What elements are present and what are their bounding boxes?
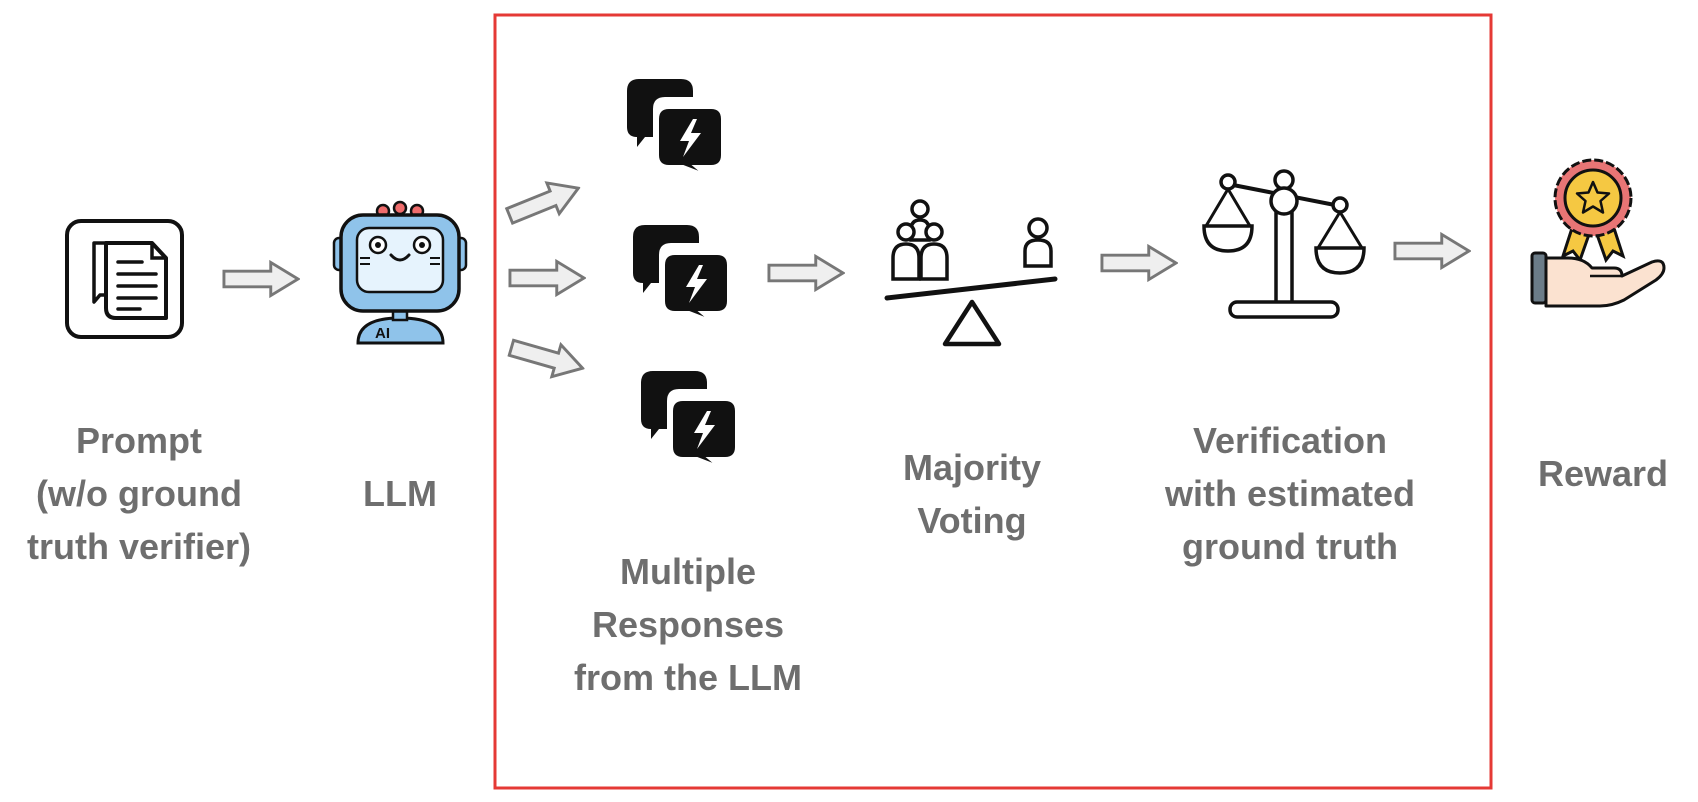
label-prompt-line: (w/o ground <box>36 473 242 514</box>
label-verification-line: ground truth <box>1182 526 1398 567</box>
arrow-llm-to-response-3 <box>505 330 589 386</box>
arrow-llm-to-response-1 <box>501 171 587 233</box>
chat-bolt-icon <box>633 225 729 323</box>
label-prompt-line: truth verifier) <box>26 526 252 567</box>
document-icon <box>65 219 184 339</box>
arrow-verification-to-reward <box>1393 232 1471 270</box>
label-responses: Multiple Responses from the LLM <box>553 545 823 704</box>
highlight-frame <box>493 13 1493 790</box>
label-voting-line: Voting <box>917 500 1027 541</box>
chat-bolt-icon <box>627 79 723 177</box>
label-responses-line: Responses <box>591 604 785 645</box>
label-responses-line: Multiple <box>620 551 756 592</box>
chat-bolt-icon <box>641 371 737 469</box>
robot-icon: AI <box>332 200 468 345</box>
balance-scale-icon <box>1202 169 1366 319</box>
arrow-responses-to-voting <box>767 254 845 292</box>
label-prompt-line: Prompt <box>76 420 202 461</box>
label-reward-line: Reward <box>1537 453 1669 494</box>
arrow-prompt-to-llm <box>222 260 300 298</box>
award-medal-icon <box>1553 158 1633 264</box>
label-voting: Majority Voting <box>862 441 1082 547</box>
label-responses-line: from the LLM <box>574 657 802 698</box>
seesaw-icon <box>884 199 1058 347</box>
arrow-voting-to-verification <box>1100 244 1178 282</box>
label-prompt: Prompt (w/o ground truth verifier) <box>4 414 274 573</box>
label-verification-line: Verification <box>1192 420 1388 461</box>
label-verification-line: with estimated <box>1164 473 1416 514</box>
arrow-llm-to-response-2 <box>508 259 586 297</box>
label-voting-line: Majority <box>902 447 1042 488</box>
label-reward: Reward <box>1518 447 1688 500</box>
label-verification: Verification with estimated ground truth <box>1135 414 1445 573</box>
hand-icon <box>1530 251 1666 308</box>
robot-ai-badge: AI <box>375 325 390 342</box>
label-llm-line: LLM <box>363 473 437 514</box>
label-llm: LLM <box>330 467 470 520</box>
